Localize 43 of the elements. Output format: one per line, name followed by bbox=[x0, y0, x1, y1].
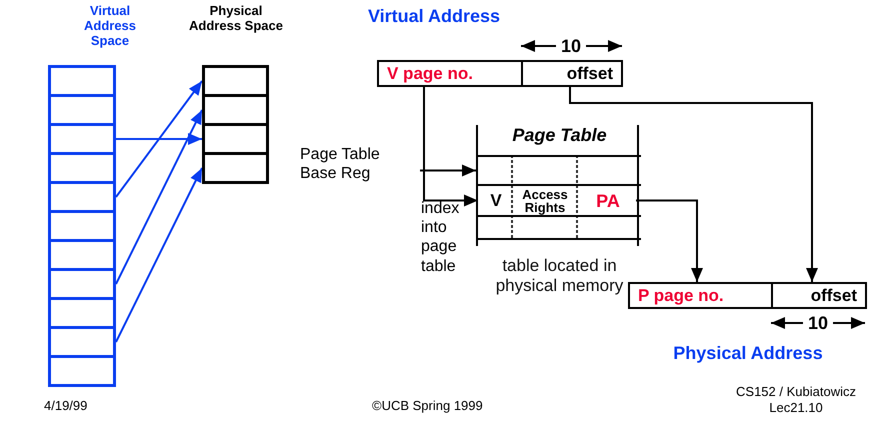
arrow bbox=[115, 168, 203, 342]
register-label: Page Table Base Reg bbox=[300, 145, 420, 189]
memory-cell bbox=[48, 65, 116, 97]
arrow bbox=[115, 80, 203, 198]
heading: Physical Address bbox=[672, 343, 824, 364]
arrow bbox=[636, 200, 703, 282]
heading: Virtual Address bbox=[368, 6, 502, 27]
memory-cell bbox=[48, 152, 116, 184]
arrow bbox=[423, 87, 478, 206]
footer-text: 4/19/99 bbox=[44, 398, 88, 414]
memory-cell bbox=[202, 152, 269, 184]
note-text: index into page table bbox=[421, 199, 460, 276]
address-field: V page no. bbox=[377, 60, 523, 87]
arrow bbox=[420, 164, 476, 176]
arrow bbox=[116, 133, 202, 145]
address-field: offset bbox=[521, 60, 623, 87]
memory-cell bbox=[48, 268, 116, 300]
table-entry: PA bbox=[578, 186, 638, 215]
memory-cell bbox=[48, 210, 116, 242]
memory-cell bbox=[48, 326, 116, 358]
arrow bbox=[115, 110, 203, 284]
memory-cell bbox=[48, 123, 116, 155]
heading: Virtual Address Space bbox=[82, 4, 138, 49]
footer-text: ©UCB Spring 1999 bbox=[372, 398, 484, 414]
memory-cell bbox=[48, 181, 116, 213]
arrow bbox=[569, 87, 818, 282]
table-entry: V bbox=[480, 186, 512, 215]
footer-text: CS152 / Kubiatowicz Lec21.10 bbox=[735, 384, 857, 416]
memory-cell bbox=[48, 355, 116, 387]
memory-cell bbox=[202, 94, 269, 126]
heading: Physical Address Space bbox=[188, 4, 284, 34]
memory-cell bbox=[48, 297, 116, 329]
memory-cell bbox=[48, 94, 116, 126]
address-field: P page no. bbox=[628, 282, 773, 309]
table-row bbox=[478, 155, 641, 186]
memory-cell bbox=[202, 123, 269, 155]
table-entry: Access Rights bbox=[514, 184, 576, 217]
address-field: offset bbox=[771, 282, 867, 309]
heading: Page Table bbox=[511, 125, 608, 146]
table-row bbox=[478, 215, 641, 240]
node-label: table located in physical memory bbox=[494, 256, 624, 296]
memory-cell bbox=[48, 239, 116, 271]
memory-cell bbox=[202, 65, 269, 97]
